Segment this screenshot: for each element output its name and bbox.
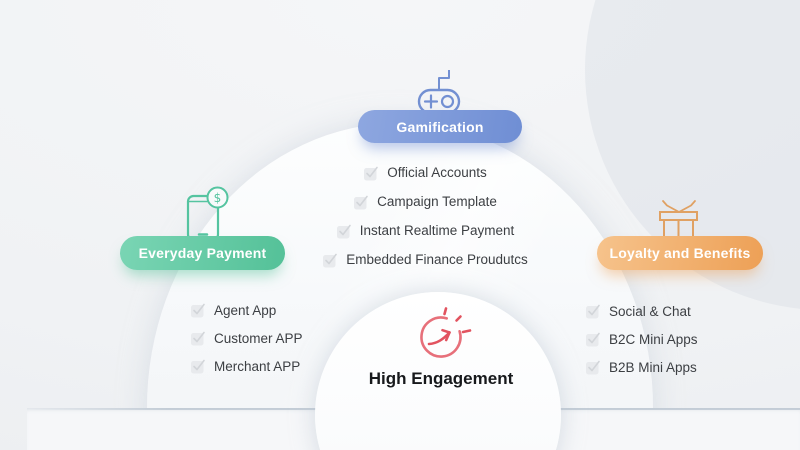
checklist-label: Customer APP — [214, 330, 303, 346]
checkbox-icon — [190, 302, 206, 318]
checkbox-icon — [585, 359, 601, 375]
center-label: High Engagement — [368, 369, 514, 388]
pill-everyday-payment-label: Everyday Payment — [138, 245, 267, 261]
checklist-item: B2B Mini Apps — [585, 353, 698, 381]
checklist-gamification: Official Accounts Campaign Template Inst… — [275, 158, 575, 274]
pill-loyalty-benefits-label: Loyalty and Benefits — [609, 245, 751, 261]
checkbox-icon — [190, 358, 206, 374]
growth-arrow-icon — [420, 307, 472, 358]
checklist-label: B2B Mini Apps — [609, 359, 697, 375]
checkbox-icon — [363, 165, 379, 181]
checklist-label: Embedded Finance Proudutcs — [346, 252, 528, 267]
svg-text:$: $ — [214, 191, 222, 205]
checklist-item: Embedded Finance Proudutcs — [322, 245, 528, 274]
checklist-label: B2C Mini Apps — [609, 331, 698, 347]
checklist-item: Customer APP — [190, 324, 303, 352]
checklist-label: Merchant APP — [214, 358, 301, 374]
checkbox-icon — [585, 331, 601, 347]
pill-gamification: Gamification — [358, 110, 522, 143]
checkbox-icon — [322, 252, 338, 268]
checklist-item: Social & Chat — [585, 297, 698, 325]
checkbox-icon — [353, 194, 369, 210]
pill-everyday-payment: Everyday Payment — [120, 236, 285, 270]
checkbox-icon — [336, 223, 352, 239]
checklist-item: B2C Mini Apps — [585, 325, 698, 353]
pill-loyalty-benefits: Loyalty and Benefits — [597, 236, 763, 270]
checklist-item: Campaign Template — [353, 187, 497, 216]
checkbox-icon — [190, 330, 206, 346]
checklist-item: Agent App — [190, 296, 303, 324]
checklist-loyalty-benefits: Social & Chat B2C Mini Apps B2B Mini App… — [585, 297, 698, 381]
checklist-label: Agent App — [214, 302, 277, 318]
checklist-label: Campaign Template — [377, 194, 497, 209]
checklist-label: Instant Realtime Payment — [359, 223, 515, 238]
checklist-label: Official Accounts — [387, 165, 487, 180]
checklist-item: Instant Realtime Payment — [336, 216, 515, 245]
pill-gamification-label: Gamification — [396, 118, 484, 135]
checklist-everyday-payment: Agent App Customer APP Merchant APP — [190, 296, 303, 380]
checkbox-icon — [585, 303, 601, 319]
checklist-label: Social & Chat — [609, 303, 691, 319]
checklist-item: Official Accounts — [363, 158, 487, 187]
checklist-item: Merchant APP — [190, 352, 303, 380]
